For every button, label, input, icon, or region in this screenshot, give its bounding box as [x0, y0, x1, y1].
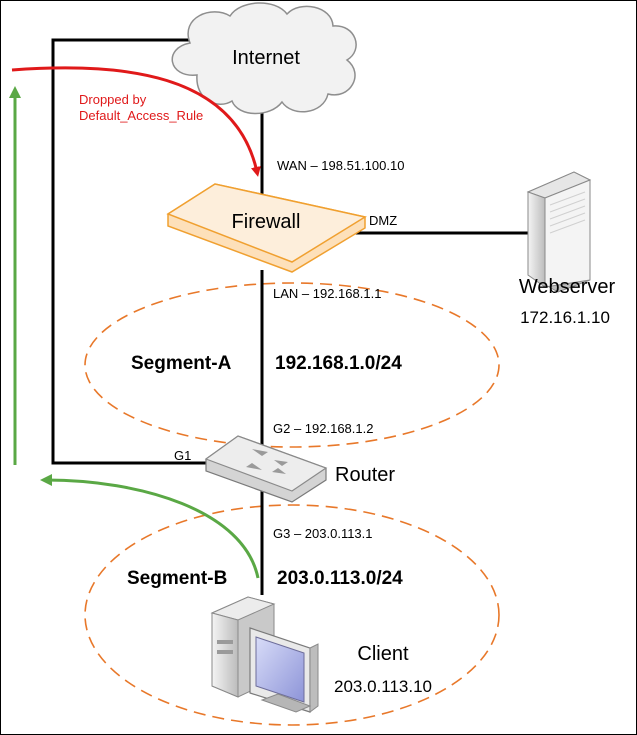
cloud-icon	[171, 2, 357, 115]
client-label: Client	[357, 643, 409, 665]
g2-interface-label: G2 – 192.168.1.2	[273, 421, 373, 436]
dropped-traffic-arrow	[11, 66, 261, 177]
g3-interface-label: G3 – 203.0.113.1	[273, 526, 373, 541]
allowed-traffic-arrow-return	[40, 474, 260, 579]
router-icon	[204, 435, 328, 503]
dmz-interface-label: DMZ	[369, 213, 397, 228]
segment-b-name: Segment-B	[127, 568, 227, 589]
desktop-computer-icon	[210, 596, 319, 713]
firewall-icon	[166, 183, 367, 273]
g1-interface-label: G1	[174, 448, 191, 463]
router-label: Router	[335, 464, 395, 486]
segment-a-ellipse	[84, 282, 500, 448]
segment-b-subnet: 203.0.113.0/24	[277, 568, 403, 589]
dropped-annotation-line2: Default_Access_Rule	[79, 108, 203, 123]
webserver-label: Webserver	[519, 276, 616, 298]
segment-a-name: Segment-A	[131, 353, 232, 374]
segment-b-ellipse	[84, 504, 500, 726]
segment-a-subnet: 192.168.1.0/24	[275, 353, 402, 374]
webserver-ip: 172.16.1.10	[520, 308, 610, 327]
internet-label: Internet	[232, 47, 300, 69]
server-icon	[526, 171, 592, 293]
dropped-annotation-line1: Dropped by	[79, 92, 147, 107]
client-ip: 203.0.113.10	[334, 677, 432, 696]
firewall-label: Firewall	[232, 211, 301, 233]
lan-interface-label: LAN – 192.168.1.1	[273, 286, 381, 301]
wan-interface-label: WAN – 198.51.100.10	[277, 158, 404, 173]
